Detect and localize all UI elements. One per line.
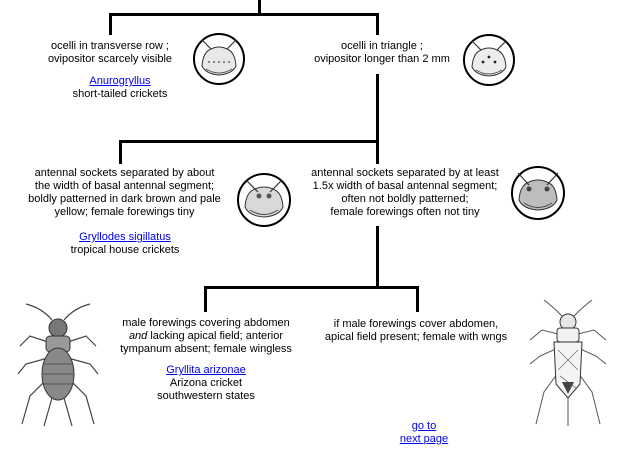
couplet3-left-line-1: male forewings covering abdomen: [122, 317, 290, 329]
anurogryllus-link[interactable]: Anurogryllus: [89, 75, 151, 87]
gryllita-arizonae-link[interactable]: Gryllita arizonae: [166, 364, 246, 376]
connector-top-right-drop: [376, 13, 379, 35]
couplet2-right-text: antennal sockets separated by at least 1…: [300, 167, 510, 219]
couplet2-left-line-1: antennal sockets separated by about: [34, 167, 215, 179]
gryllita-range: southwestern states: [157, 390, 255, 402]
couplet1-left-line-2: ovipositor scarcely visible: [47, 53, 173, 65]
couplet2-left-line-2: the width of basal antennal segment;: [34, 180, 215, 192]
connector-low-right-drop: [416, 286, 419, 312]
couplet1-left-line-1: ocelli in transverse row ;: [51, 40, 169, 52]
anurogryllus-common-name: short-tailed crickets: [72, 88, 168, 100]
couplet2-right-line-1: antennal sockets separated by at least: [311, 167, 499, 179]
couplet3-right-line-1: if male forewings cover abdomen,: [333, 318, 499, 330]
winged-cricket-illustration: [529, 300, 607, 426]
goto-link[interactable]: go to: [411, 420, 437, 432]
head-antennal-sockets-wide-icon: [511, 166, 565, 220]
couplet3-left-result: Gryllita arizonae Arizona cricket southw…: [136, 364, 276, 403]
couplet1-right-line-2: ovipositor longer than 2 mm: [314, 53, 450, 65]
connector-top-left-drop: [109, 13, 112, 35]
connector-mid-left-drop: [119, 140, 122, 164]
connector-low-left-drop: [204, 286, 207, 312]
head-ocelli-row-icon: [193, 33, 245, 85]
couplet3-right-text: if male forewings cover abdomen, apical …: [318, 318, 514, 344]
head-antennal-sockets-close-icon: [237, 173, 291, 227]
gryllita-common-name: Arizona cricket: [169, 377, 243, 389]
couplet3-left-line-2: and lacking apical field; anterior: [108, 330, 304, 343]
wingless-cricket-illustration: [17, 303, 99, 427]
gryllodes-sigillatus-link[interactable]: Gryllodes sigillatus: [79, 231, 171, 243]
connector-top-bar: [109, 13, 379, 16]
couplet3-left-line-3: tympanum absent; female wingless: [120, 343, 292, 355]
connector-top-stem: [258, 0, 261, 14]
couplet1-right-text: ocelli in triangle ; ovipositor longer t…: [302, 40, 462, 66]
couplet2-right-line-4: female forewings often not tiny: [330, 206, 480, 218]
next-page-link[interactable]: next page: [399, 433, 449, 445]
couplet3-left-line-2-rest: lacking apical field; anterior: [147, 330, 284, 342]
couplet2-left-text: antennal sockets separated by about the …: [22, 167, 227, 219]
couplet3-left-line-2-italic: and: [128, 330, 148, 342]
couplet3-left-text: male forewings covering abdomen and lack…: [108, 317, 304, 356]
gryllodes-common-name: tropical house crickets: [70, 244, 180, 256]
couplet2-right-line-2: 1.5x width of basal antennal segment;: [312, 180, 498, 192]
connector-low-stem: [376, 226, 379, 288]
couplet2-left-line-4: yellow; female forewings tiny: [54, 206, 195, 218]
couplet1-left-result: Anurogryllus short-tailed crickets: [50, 75, 190, 101]
couplet2-left-line-3: boldly patterned in dark brown and pale: [28, 193, 221, 205]
couplet3-right-line-2: apical field present; female with wngs: [324, 331, 508, 343]
couplet2-right-line-3: often not boldly patterned;: [341, 193, 469, 205]
next-page-nav: go to next page: [384, 420, 464, 446]
head-ocelli-triangle-icon: [463, 34, 515, 86]
connector-mid-right-drop: [376, 140, 379, 164]
couplet2-left-result: Gryllodes sigillatus tropical house cric…: [50, 231, 200, 257]
couplet1-left-text: ocelli in transverse row ; ovipositor sc…: [30, 40, 190, 66]
couplet1-right-line-1: ocelli in triangle ;: [341, 40, 423, 52]
connector-mid-stem: [376, 74, 379, 142]
connector-low-bar: [204, 286, 419, 289]
connector-mid-bar: [119, 140, 379, 143]
